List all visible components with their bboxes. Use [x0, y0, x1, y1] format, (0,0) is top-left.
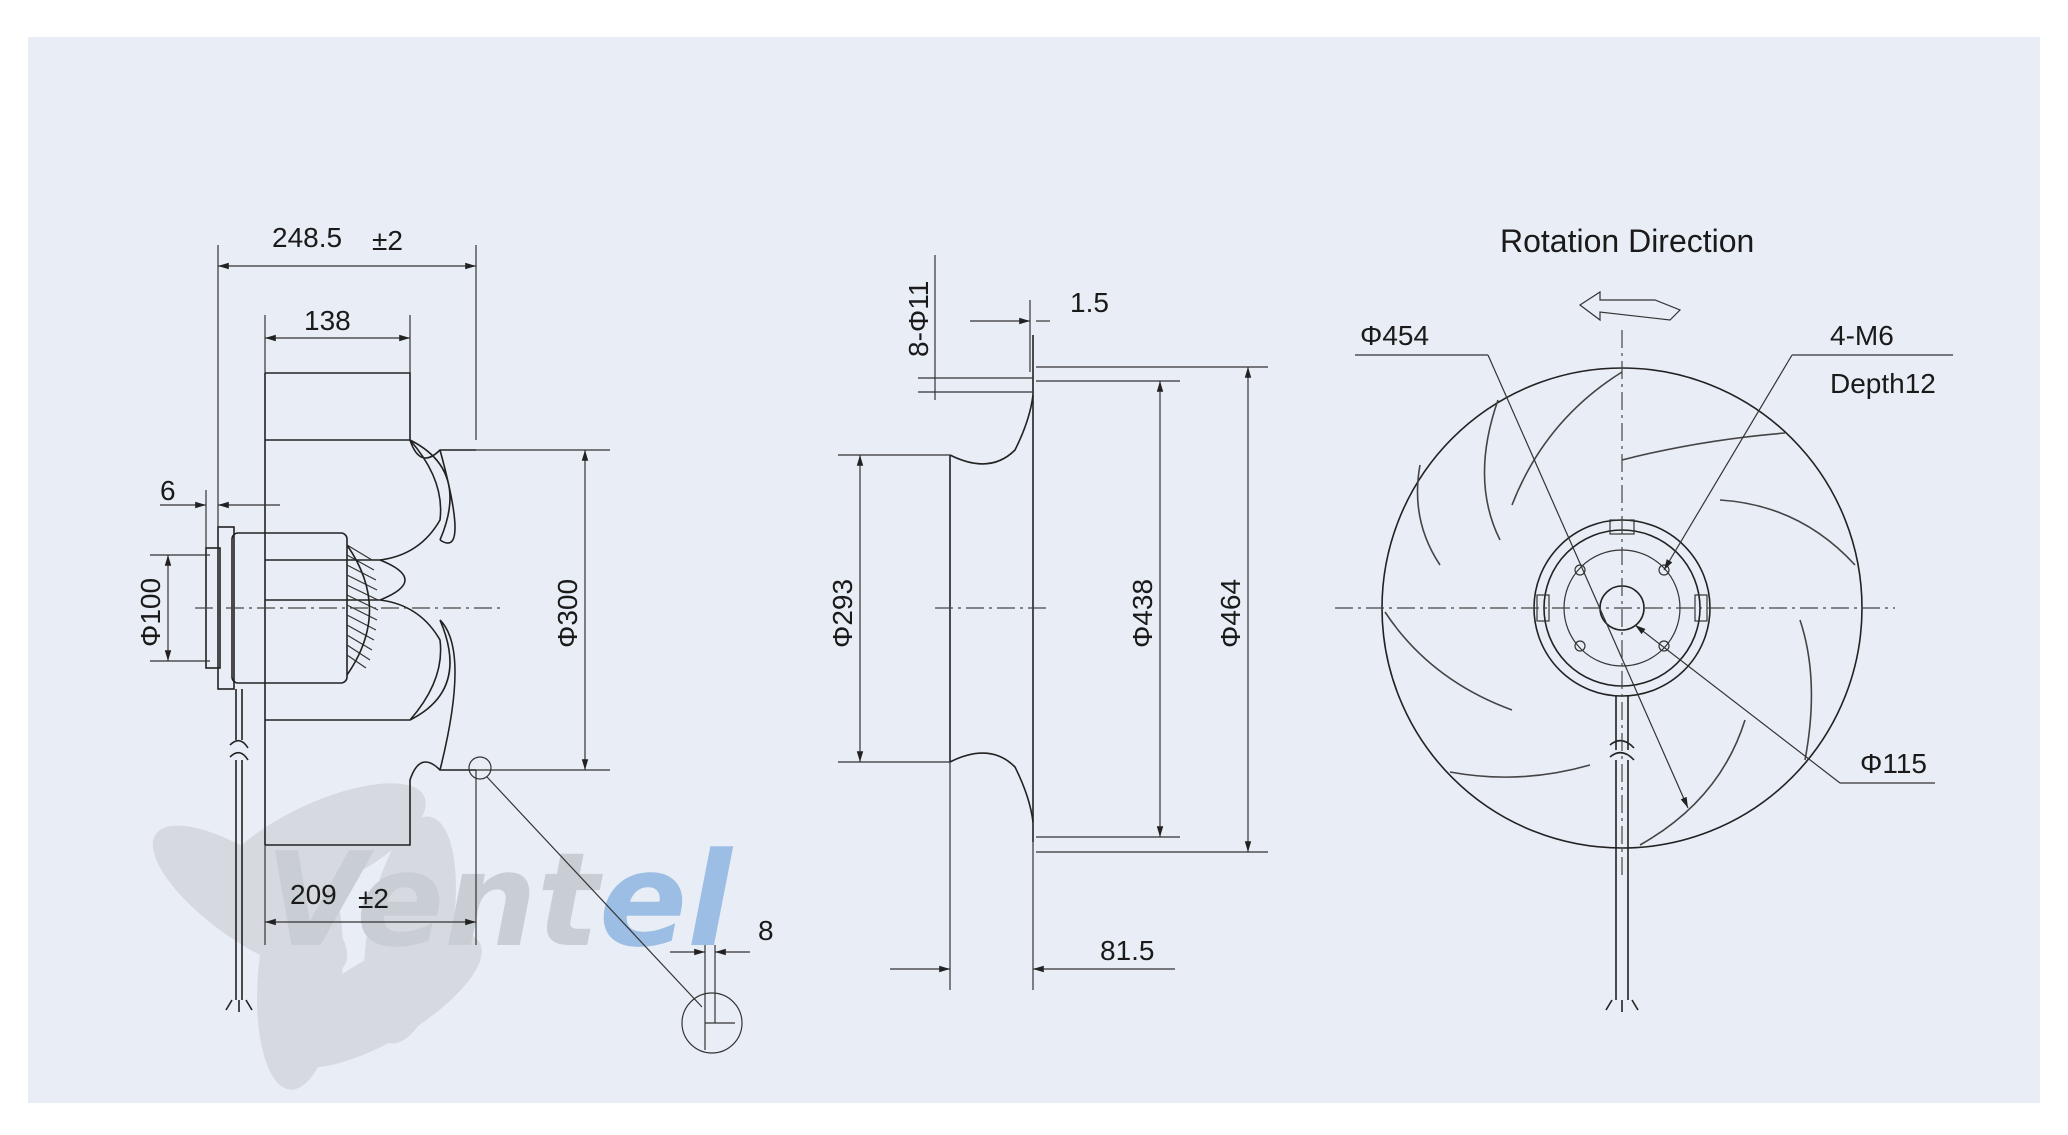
thread-label: 4-M6 [1830, 320, 1894, 351]
thread-hole [1658, 640, 1670, 652]
inlet-ring-profile [949, 394, 1034, 823]
detail-leader [486, 776, 703, 1008]
detail-marker [468, 756, 492, 780]
bolt-circle-label: Φ438 [1127, 579, 1158, 648]
outer-diameter-label: Φ464 [1215, 579, 1246, 648]
impeller-blades [1384, 371, 1856, 846]
detail-circle [681, 992, 743, 1054]
watermark-text: Ventel [265, 824, 734, 976]
leader-impeller-diameter [1487, 354, 1689, 809]
inlet-diameter-label: Φ300 [552, 579, 583, 648]
plate-thickness-label: 1.5 [1070, 287, 1109, 318]
depth-label: 81.5 [1100, 935, 1155, 966]
hub-diameter-label: Φ100 [135, 578, 166, 647]
hub-circle-label: Φ115 [1860, 748, 1927, 779]
thread-hole [1574, 564, 1586, 576]
thread-hole [1574, 640, 1586, 652]
overall-tolerance-label: ±2 [372, 225, 403, 256]
cable-length-label: 209 [290, 879, 337, 910]
mounting-holes-label: 8-Φ11 [903, 281, 934, 357]
rotation-arrow-icon [1578, 290, 1682, 322]
front-view: Rotation Direction [1335, 223, 1953, 1012]
drawing-panel [28, 37, 2040, 1103]
section-view: 8-Φ11 1.5 Φ293 Φ438 Φ464 81.5 [827, 255, 1268, 990]
detail-dimension-label: 8 [758, 915, 774, 946]
flange-offset-label: 6 [160, 475, 176, 506]
impeller-diameter-label: Φ454 [1360, 320, 1429, 351]
motor-endcap [346, 544, 371, 676]
cable-tolerance-label: ±2 [358, 883, 389, 914]
detail-section [704, 995, 735, 1050]
overall-length-label: 248.5 [272, 222, 342, 253]
rotation-direction-label: Rotation Direction [1500, 223, 1754, 259]
leader-hub-circle [1634, 624, 1841, 784]
inner-diameter-label: Φ293 [827, 579, 858, 648]
cable [225, 689, 253, 1012]
side-view: 248.5 ±2 138 6 Φ100 Φ300 209 ±2 [135, 222, 774, 1054]
impeller-blade-contours [265, 439, 456, 771]
impeller-width-label: 138 [304, 305, 351, 336]
thread-depth-label: Depth12 [1830, 368, 1936, 399]
watermark-logo: Ventel [152, 783, 734, 1090]
leader-thread [1663, 354, 1793, 571]
